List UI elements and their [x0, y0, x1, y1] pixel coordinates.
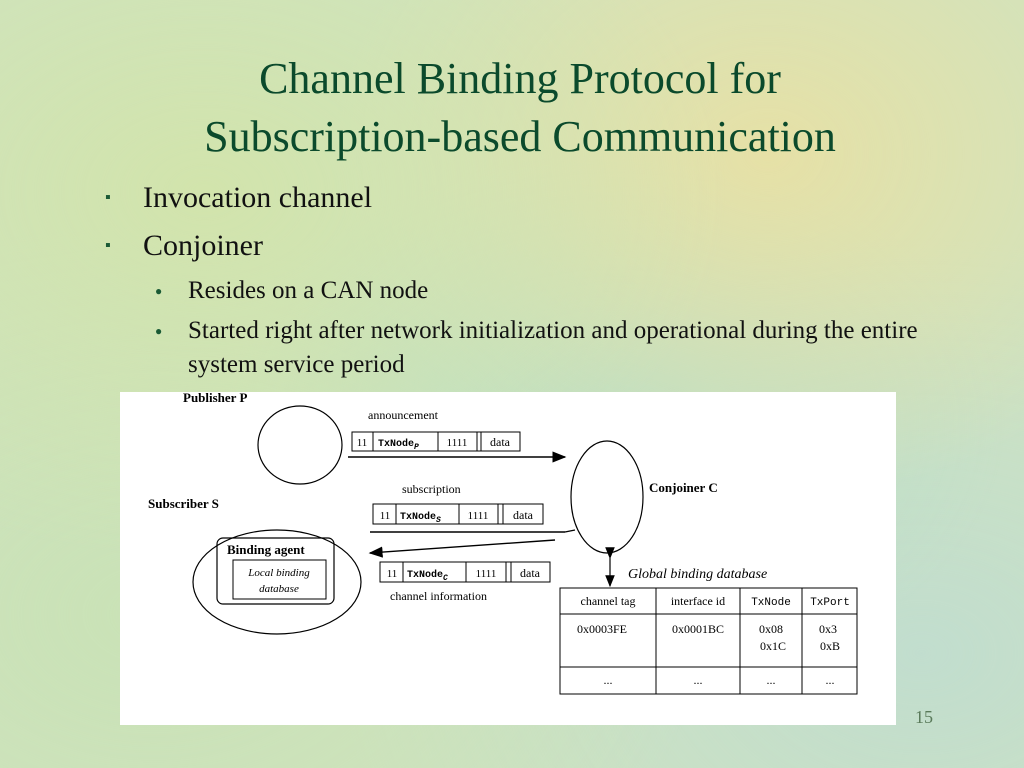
- table-cell: 0x0003FE: [577, 622, 627, 636]
- table-header: TxNode: [751, 597, 791, 609]
- table-cell: 0x1C: [760, 639, 786, 653]
- local-db-label: database: [259, 583, 299, 595]
- slide-title: Channel Binding Protocol for Subscriptio…: [0, 50, 1024, 166]
- sub-bullet-text: Resides on a CAN node: [188, 277, 429, 304]
- frame-field: 1111: [468, 510, 489, 522]
- bullet-list: ▪ Invocation channel ▪ Conjoiner ● Resid…: [105, 178, 965, 388]
- diagram-svg: Publisher P Subscriber S Binding agent L…: [148, 392, 858, 695]
- table-cell: ...: [767, 673, 776, 687]
- conjoiner-label: Conjoiner C: [649, 480, 718, 495]
- frame-box: [379, 561, 551, 583]
- conjoiner-node: [570, 440, 644, 554]
- txnode-subscript: S: [436, 516, 441, 525]
- channel-info-arrow: [368, 539, 556, 558]
- global-binding-table: channel tag interface id TxNode TxPort 0…: [559, 587, 858, 695]
- local-db-label: Local binding: [247, 567, 310, 579]
- frame-field: 1111: [476, 568, 497, 580]
- subscription-frame: 11 TxNodeS 1111 data: [372, 503, 544, 525]
- frame-box: [351, 431, 521, 452]
- txnode-text: TxNode: [407, 569, 443, 581]
- page-number: 15: [915, 707, 933, 727]
- frame-field: TxNodeC: [407, 569, 448, 583]
- table-cell: ...: [826, 673, 835, 687]
- frame-field: TxNodeP: [378, 438, 419, 452]
- channel-info-caption: channel information: [390, 589, 487, 603]
- frame-field: 11: [387, 568, 398, 580]
- publisher-label: Publisher P: [183, 392, 247, 405]
- bullet-item: ▪ Conjoiner: [105, 226, 965, 266]
- frame-field: data: [520, 566, 541, 580]
- txnode-subscript: C: [443, 574, 448, 583]
- frame-field: 11: [380, 510, 391, 522]
- frame-box: [372, 503, 544, 525]
- sub-bullet-text: Started right after network initializati…: [188, 317, 918, 378]
- sub-bullet-item: ● Started right after network initializa…: [105, 314, 965, 382]
- subscriber-label: Subscriber S: [148, 496, 219, 511]
- frame-field: TxNodeS: [400, 511, 441, 525]
- bullet-item: ▪ Invocation channel: [105, 178, 965, 218]
- table-header: channel tag: [581, 594, 636, 608]
- frame-field: data: [490, 435, 511, 449]
- table-header: interface id: [671, 594, 725, 608]
- bullet-text: Conjoiner: [143, 229, 263, 262]
- sub-bullet-item: ● Resides on a CAN node: [105, 274, 965, 308]
- title-line-2: Subscription-based Communication: [204, 112, 836, 161]
- txnode-text: TxNode: [378, 438, 414, 450]
- txnode-subscript: P: [414, 443, 419, 452]
- subscription-line: [564, 529, 576, 533]
- frame-field: data: [513, 508, 534, 522]
- dot-bullet-icon: ●: [155, 324, 163, 338]
- table-cell: ...: [694, 673, 703, 687]
- table-border: [559, 587, 858, 695]
- square-bullet-icon: ▪: [105, 189, 111, 206]
- table-cell: 0x0001BC: [672, 622, 724, 636]
- binding-agent-box: [216, 537, 335, 605]
- table-cell: 0x3: [819, 622, 837, 636]
- protocol-diagram: Publisher P Subscriber S Binding agent L…: [120, 392, 896, 725]
- txnode-text: TxNode: [400, 511, 436, 523]
- dot-bullet-icon: ●: [155, 284, 163, 298]
- local-db-box: [232, 559, 327, 600]
- table-cell: ...: [604, 673, 613, 687]
- frame-field: 1111: [447, 437, 468, 449]
- square-bullet-icon: ▪: [105, 237, 111, 254]
- table-cell: 0x08: [759, 622, 783, 636]
- title-line-1: Channel Binding Protocol for: [259, 54, 781, 103]
- subscriber-node: [192, 529, 362, 635]
- binding-agent-label: Binding agent: [227, 542, 305, 557]
- announcement-caption: announcement: [368, 408, 439, 422]
- frame-field: 11: [357, 437, 368, 449]
- table-header: TxPort: [810, 597, 850, 609]
- channel-info-frame: 11 TxNodeC 1111 data: [379, 561, 551, 583]
- bullet-text: Invocation channel: [143, 181, 373, 214]
- subscription-caption: subscription: [402, 482, 461, 496]
- announcement-frame: 11 TxNodeP 1111 data: [351, 431, 521, 452]
- table-cell: 0xB: [820, 639, 840, 653]
- global-db-label: Global binding database: [628, 567, 767, 582]
- publisher-node: [257, 405, 343, 485]
